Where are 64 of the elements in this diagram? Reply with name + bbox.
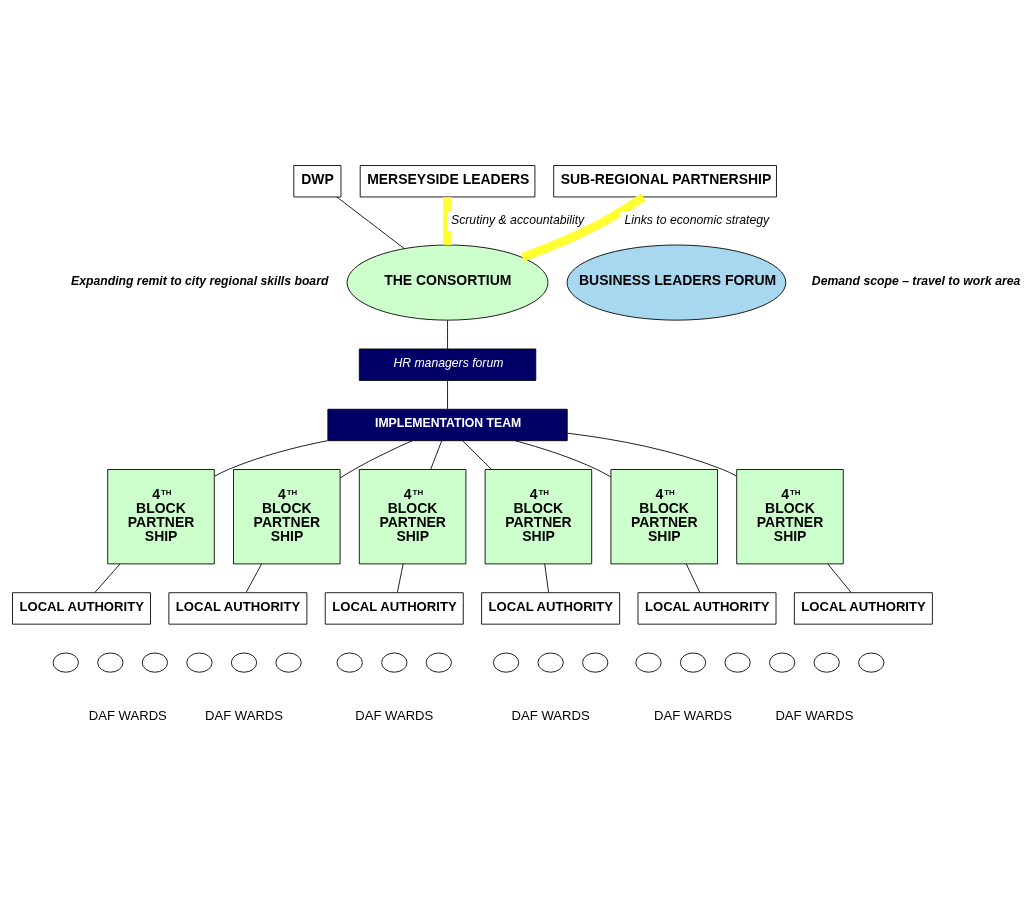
node-box: IMPLEMENTATION TEAM xyxy=(326,408,568,441)
node-circle xyxy=(724,652,751,673)
connector xyxy=(543,562,549,593)
node-circle xyxy=(857,652,884,673)
edge-label: Links to economic strategy xyxy=(623,212,769,227)
node-ellipse: BUSINESS LEADERS FORUM xyxy=(566,244,786,321)
node-circle xyxy=(185,652,213,673)
node-circle xyxy=(380,652,407,673)
node-box: HR managers forum xyxy=(358,348,536,381)
connector xyxy=(514,439,611,477)
edge-label: Scrutiny & accountability xyxy=(450,212,584,227)
connector xyxy=(245,562,262,593)
node-box: 4$^{TH}$ BLOCK PARTNER SHIP xyxy=(358,468,466,564)
connector xyxy=(335,196,405,249)
connector xyxy=(429,439,442,470)
node-box: 4$^{TH}$ BLOCK PARTNER SHIP xyxy=(735,468,844,564)
connector xyxy=(213,439,328,477)
node-box: 4$^{TH}$ BLOCK PARTNER SHIP xyxy=(232,468,341,564)
node-box: LOCAL AUTHORITY xyxy=(11,591,151,625)
connector xyxy=(520,192,646,261)
connector xyxy=(566,432,737,476)
node-circle xyxy=(274,652,302,673)
node-circle xyxy=(52,652,79,673)
node-box: LOCAL AUTHORITY xyxy=(637,591,776,625)
node-circle xyxy=(581,652,608,673)
node-box: MERSEYSIDE LEADERS xyxy=(359,164,535,197)
node-circle xyxy=(813,652,840,673)
node-circle xyxy=(634,652,662,673)
connector xyxy=(446,379,448,409)
connector xyxy=(93,562,121,593)
label: DAF WARDS xyxy=(511,707,590,723)
node-box: 4$^{TH}$ BLOCK PARTNER SHIP xyxy=(106,468,215,564)
node-box: LOCAL AUTHORITY xyxy=(324,591,464,625)
label: DAF WARDS xyxy=(204,707,283,723)
label: DAF WARDS xyxy=(653,707,732,723)
label: DAF WARDS xyxy=(88,707,167,723)
connector xyxy=(396,562,404,593)
node-box: DWP xyxy=(292,164,341,197)
label: DAF WARDS xyxy=(354,707,433,723)
connector xyxy=(685,562,700,593)
node-circle xyxy=(141,652,168,673)
node-circle xyxy=(96,652,123,673)
node-label: Expanding remit to city regional skills board xyxy=(70,273,328,288)
node-circle xyxy=(537,652,564,673)
node-box: LOCAL AUTHORITY xyxy=(167,591,307,625)
connector xyxy=(826,562,851,593)
node-label: Demand scope – travel to work area xyxy=(811,273,1020,288)
node-circle xyxy=(768,652,795,673)
node-box: LOCAL AUTHORITY xyxy=(793,591,933,625)
node-circle xyxy=(492,652,519,673)
node-circle xyxy=(336,652,363,673)
node-circle xyxy=(679,652,706,673)
node-box: 4$^{TH}$ BLOCK PARTNER SHIP xyxy=(484,468,592,564)
connector xyxy=(442,196,452,245)
connector xyxy=(446,319,448,349)
node-circle xyxy=(230,652,257,673)
node-box: 4$^{TH}$ BLOCK PARTNER SHIP xyxy=(609,468,718,564)
node-box: SUB-REGIONAL PARTNERSHIP xyxy=(552,164,777,197)
node-circle xyxy=(425,652,452,673)
label: DAF WARDS xyxy=(774,707,853,723)
connector xyxy=(339,439,412,478)
node-box: LOCAL AUTHORITY xyxy=(480,591,620,625)
connector xyxy=(461,439,492,470)
node-ellipse: THE CONSORTIUM xyxy=(346,244,548,321)
